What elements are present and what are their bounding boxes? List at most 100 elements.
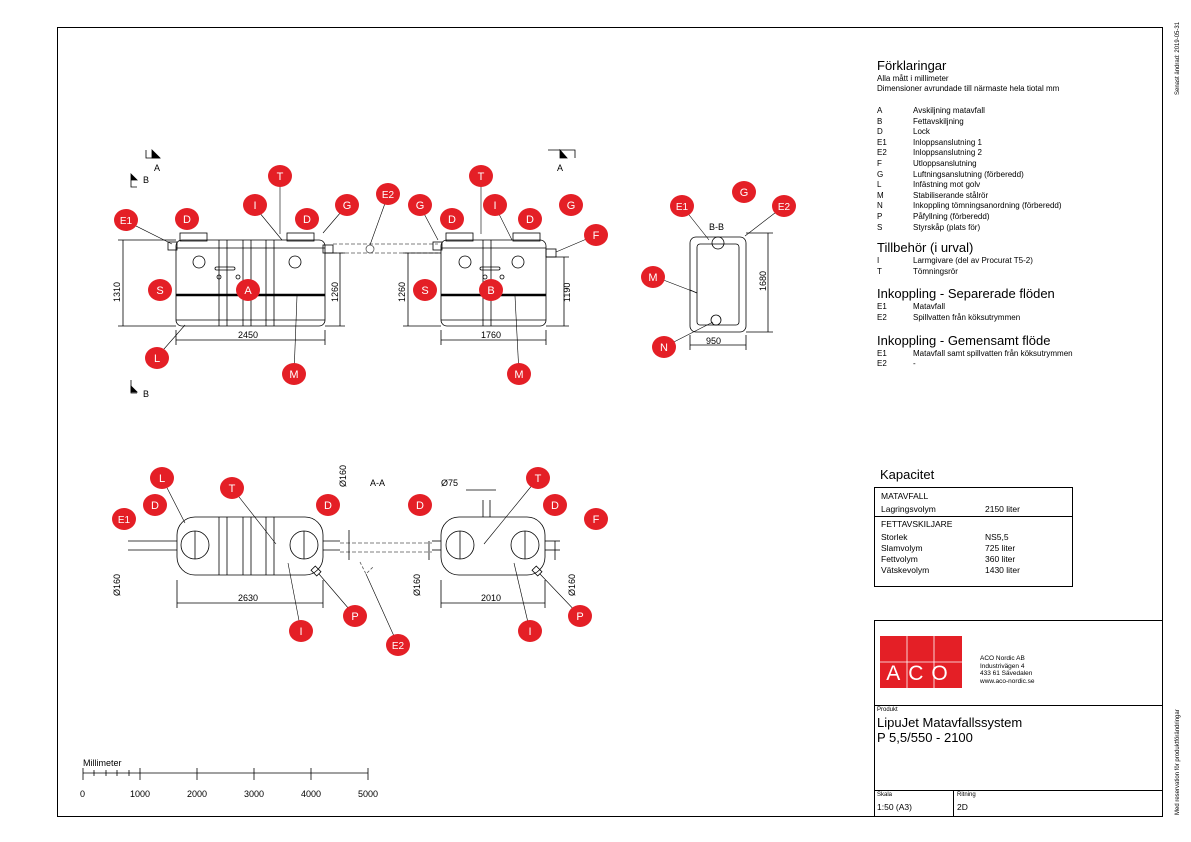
legend: Förklaringar Alla mått i millimeter Dime… [877, 58, 1157, 370]
legend-item-key: N [877, 201, 883, 211]
callout-front-g-label: G [416, 200, 425, 212]
scale-tick-5000: 5000 [358, 789, 378, 799]
callout-top-d-label: D [324, 500, 332, 512]
dim-front-h-1: 1310 [112, 282, 122, 302]
callout-front-d-bubble [518, 208, 542, 230]
callout-front-t-label: T [478, 171, 485, 183]
section-aa: A-A [370, 478, 385, 488]
callout-front-s-bubble [148, 279, 172, 301]
legend-item-value: Avskiljning matavfall [913, 106, 985, 115]
callout-top-e1-label: E1 [118, 515, 131, 526]
callout-front-i-bubble [243, 194, 267, 216]
callout-top-l-label: L [159, 473, 165, 485]
dim-front-len-2: 1760 [481, 330, 501, 340]
callout-top-d-label: D [151, 500, 159, 512]
callout-front-d-bubble [175, 208, 199, 230]
legend-item-value: Utloppsanslutning [913, 158, 977, 168]
product-label: Produkt [877, 707, 898, 713]
legend-subtitle-2: Dimensioner avrundade till närmaste hela… [877, 84, 1060, 93]
callout-front-s-label: S [156, 285, 163, 297]
callout-front-g-bubble [559, 194, 583, 216]
callout-front-m-bubble [507, 363, 531, 385]
dim-top-d-3: Ø160 [412, 574, 422, 596]
drawing-label: Ritning [957, 792, 976, 798]
callout-front-g-label: G [343, 200, 352, 212]
callout-front-b-bubble [479, 279, 503, 301]
callout-top-p-label: P [351, 611, 358, 623]
callout-front-d-label: D [526, 214, 534, 226]
common-flow-item-key: E1 [877, 348, 887, 358]
callout-front-d-bubble [440, 208, 464, 230]
callout-front-m-bubble [282, 363, 306, 385]
common-flow-item-value: Matavfall samt spillvatten från köksutry… [913, 348, 1073, 358]
callout-side-n-label: N [660, 342, 668, 354]
section-mark-a-1: A [154, 163, 160, 173]
callout-front-t-label: T [277, 171, 284, 183]
drawing-value: 2D [957, 802, 968, 812]
callout-top-p-label: P [576, 611, 583, 623]
scale-value: 1:50 (A3) [877, 802, 912, 812]
legend-item-value: Stabiliserande stålrör [913, 190, 989, 200]
dim-top-d75: Ø75 [441, 478, 458, 488]
callout-front-d-label: D [183, 214, 191, 226]
legend-item-key: A [877, 106, 883, 115]
callout-front-e1-bubble [114, 209, 138, 231]
callout-top-d-bubble [143, 494, 167, 516]
scale-tick-2000: 2000 [187, 789, 207, 799]
callout-side-e1-bubble [670, 195, 694, 217]
legend-item-key: D [877, 127, 883, 137]
callout-side-n-bubble [652, 336, 676, 358]
dim-top-len-1: 2630 [238, 593, 258, 603]
callout-front-d-label: D [303, 214, 311, 226]
callout-top-i-label: I [299, 626, 302, 638]
callout-top-f-label: F [593, 514, 600, 526]
capacity-section-grease: FETTAVSKILJARE [881, 519, 953, 529]
legend-item-key: P [877, 211, 883, 221]
legend-item-value: Inloppsanslutning 1 [913, 137, 982, 147]
dim-front-h-4: 1190 [562, 283, 572, 302]
callout-top-t-label: T [229, 483, 236, 495]
dim-side-h: 1680 [758, 271, 768, 291]
legend-item-key: E2 [877, 148, 887, 158]
legend-title: Förklaringar [877, 58, 947, 73]
callout-front-e2-bubble [376, 183, 400, 205]
callout-front-g-bubble [335, 194, 359, 216]
separate-flow-item-value: Matavfall [913, 302, 946, 312]
callout-top-e2-bubble [386, 634, 410, 656]
separate-flow-item-key: E2 [877, 312, 887, 322]
accessory-item-value: Tömningsrör [913, 266, 958, 276]
callout-front-f-bubble [584, 224, 608, 246]
aco-logo-mark: ACO [880, 636, 962, 688]
callout-front-l-label: L [154, 353, 160, 365]
callout-side-g-label: G [740, 187, 749, 199]
capacity-title: Kapacitet [880, 467, 935, 482]
dim-front-h-2: 1260 [330, 282, 340, 302]
accessory-item-key: I [877, 256, 880, 266]
callout-front-g-bubble [408, 194, 432, 216]
section-mark-b-2: B [143, 389, 149, 399]
callout-front-m-label: M [289, 369, 298, 381]
callout-front-e1-label: E1 [120, 216, 133, 227]
callout-front-i-label: I [253, 200, 256, 212]
callout-front-l-bubble [145, 347, 169, 369]
separate-flow-item-value: Spillvatten från köksutrymmen [913, 312, 1021, 322]
callout-front-i-bubble [483, 194, 507, 216]
callout-front-a-label: A [244, 285, 252, 297]
legend-item-key: S [877, 222, 883, 232]
callout-front-s-label: S [421, 285, 428, 297]
capacity-section-food: MATAVFALL [881, 491, 929, 501]
legend-item-key: B [877, 116, 883, 126]
callout-front-m-label: M [514, 369, 523, 381]
scale-bar-label: Millimeter [83, 758, 122, 768]
